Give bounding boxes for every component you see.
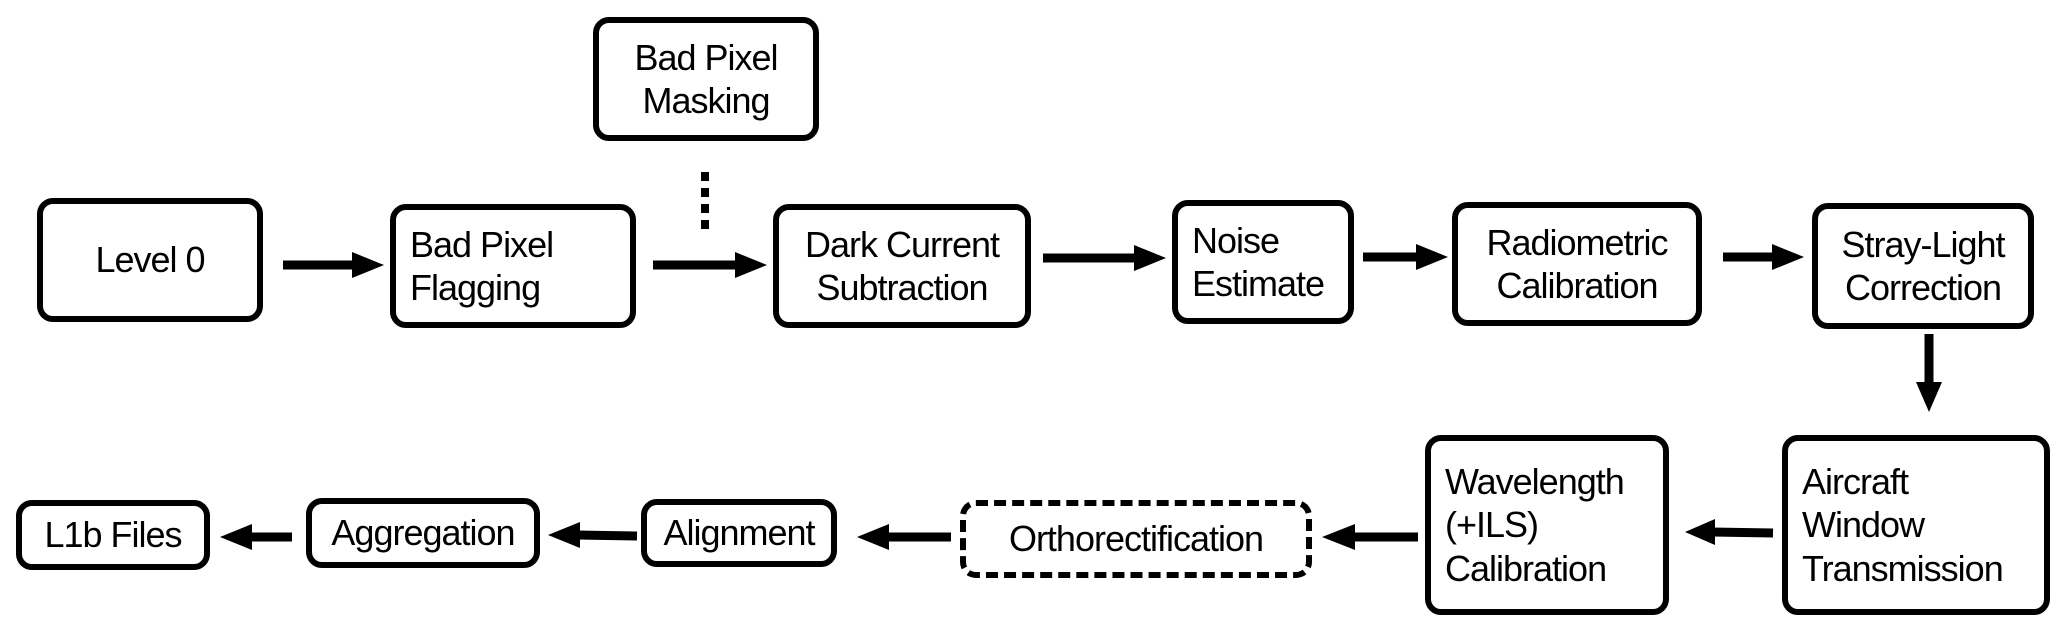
edge-ortho-to-alignment xyxy=(857,524,951,550)
node-label: Aggregation xyxy=(331,512,515,554)
edge-flagging-to-dark-current xyxy=(653,252,767,278)
node-label: Aircraft Window Transmission xyxy=(1802,461,2004,589)
edge-stray-light-to-aircraft xyxy=(1916,334,1942,412)
node-bad-pixel-masking: Bad Pixel Masking xyxy=(593,17,819,141)
node-aggregation: Aggregation xyxy=(306,498,540,568)
node-l1b-files: L1b Files xyxy=(16,500,210,570)
edge-aggregation-to-l1b xyxy=(220,524,292,550)
edge-dark-current-to-noise xyxy=(1043,245,1166,271)
node-label: Alignment xyxy=(663,512,815,554)
node-noise-estimate: Noise Estimate xyxy=(1172,200,1354,324)
edge-radiometric-to-stray-light xyxy=(1723,244,1804,270)
edge-noise-to-radiometric xyxy=(1363,244,1448,270)
edge-alignment-to-aggregation xyxy=(548,522,638,548)
node-radiometric-calibration: Radiometric Calibration xyxy=(1452,202,1702,326)
node-label: Orthorectification xyxy=(1008,518,1264,560)
node-label: Radiometric Calibration xyxy=(1486,221,1668,306)
node-label: Dark Current Subtraction xyxy=(804,223,1000,308)
node-dark-current-subtraction: Dark Current Subtraction xyxy=(773,204,1031,328)
node-bad-pixel-flagging: Bad Pixel Flagging xyxy=(390,204,636,328)
node-label: Stray-Light Correction xyxy=(1841,223,2005,308)
node-label: Noise Estimate xyxy=(1192,219,1325,304)
edge-level0-to-flagging xyxy=(283,252,384,278)
node-stray-light-correction: Stray-Light Correction xyxy=(1812,203,2034,329)
edge-aircraft-to-wavelength xyxy=(1685,519,1774,545)
edge-wavelength-to-ortho xyxy=(1322,524,1418,550)
node-alignment: Alignment xyxy=(641,499,837,567)
node-label: Bad Pixel Masking xyxy=(634,36,778,121)
node-wavelength-calibration: Wavelength (+ILS) Calibration xyxy=(1425,435,1669,615)
node-label: L1b Files xyxy=(44,514,182,556)
node-aircraft-window-transmission: Aircraft Window Transmission xyxy=(1782,435,2050,615)
node-level-0: Level 0 xyxy=(37,198,263,322)
node-orthorectification: Orthorectification xyxy=(960,500,1312,578)
node-label: Wavelength (+ILS) Calibration xyxy=(1445,461,1625,589)
node-label: Bad Pixel Flagging xyxy=(410,223,554,308)
node-label: Level 0 xyxy=(95,239,205,281)
